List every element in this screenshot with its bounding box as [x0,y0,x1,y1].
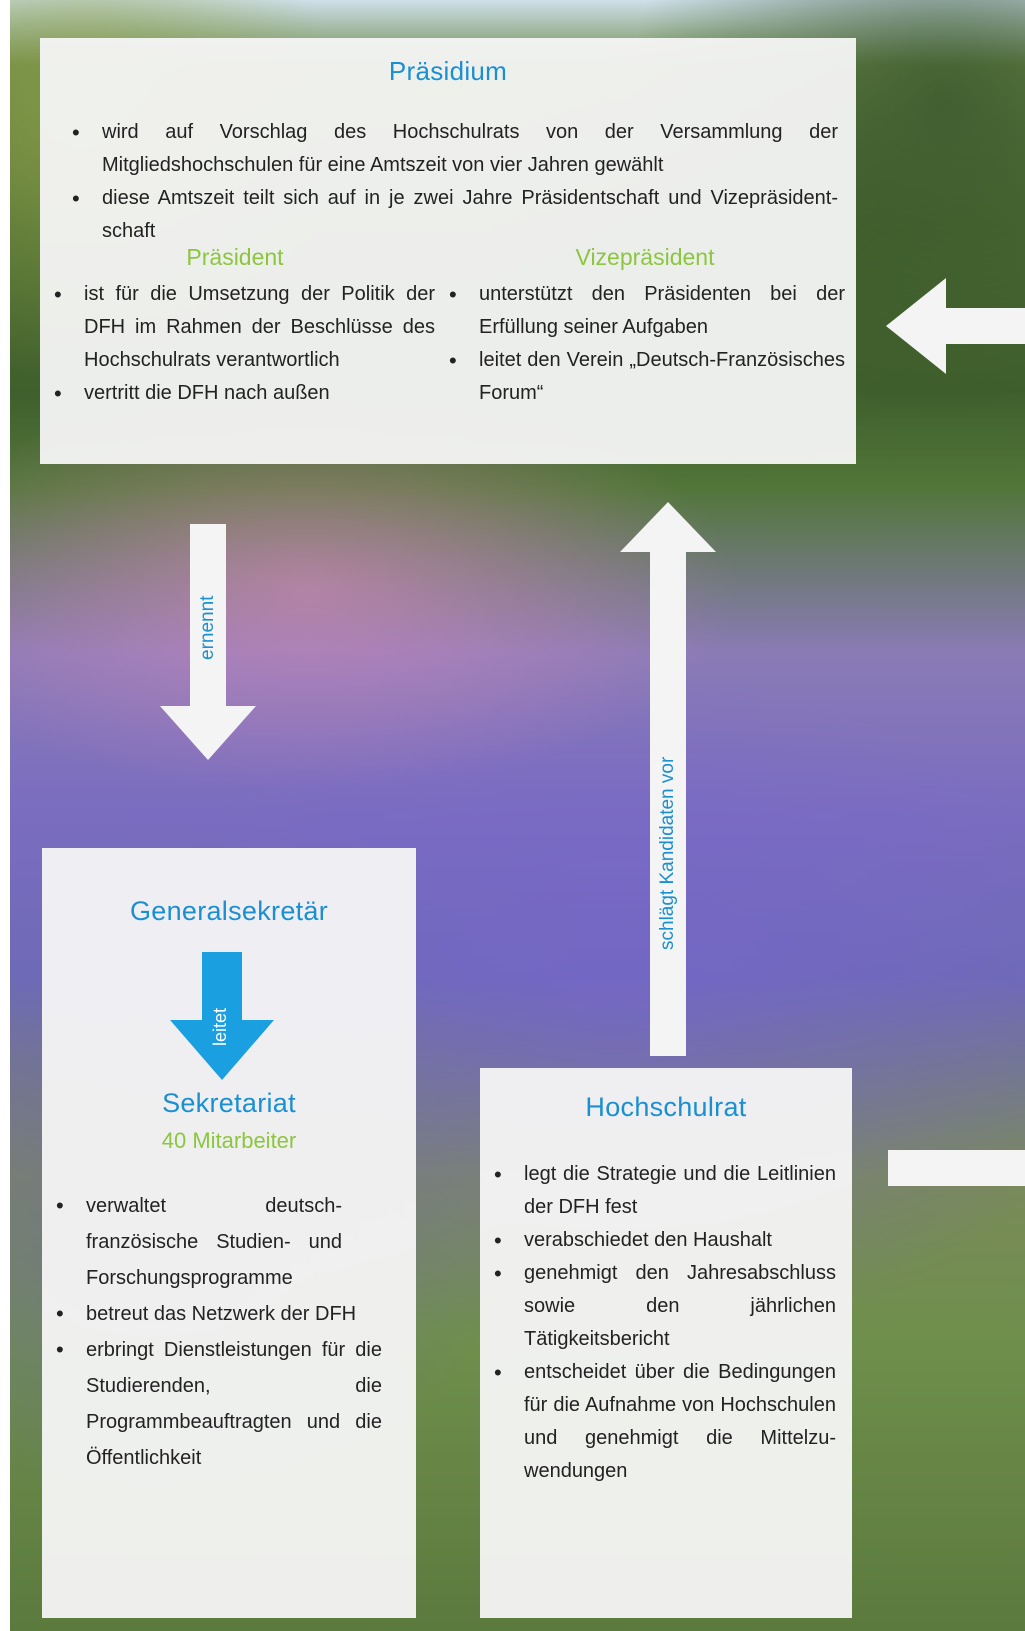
page-margin [0,0,10,1631]
praesidium-list: wird auf Vorschlag des Hochschulrats von… [58,116,838,248]
list-item: verwaltet deutsch-französische Studien- … [42,1188,342,1296]
connector-bar [888,1150,1025,1186]
praesident-title: Präsident [186,244,284,270]
ernennt-label: ernennt [197,595,218,660]
list-item: genehmigt den Jahresab­schluss sowie den… [480,1257,836,1356]
sekretariat-title: Sekretariat [162,1088,296,1118]
list-item: leitet den Verein „Deutsch-Französisches… [435,344,845,410]
list-item: wird auf Vorschlag des Hochschulrats von… [58,116,838,182]
list-item: diese Amtszeit teilt sich auf in je zwei… [58,182,838,248]
generalsekretaer-title: Generalsekretär [129,896,329,926]
generalsekretaer-box: Generalsekretär Sekretariat 40 Mitarbeit… [42,848,416,1618]
leitet-label: leitet [210,1007,230,1046]
sekretariat-subtitle: 40 Mitarbeiter [161,1128,297,1153]
hochschulrat-list: legt die Strategie und die Leit­linien d… [480,1158,836,1488]
list-item: verabschiedet den Haushalt [480,1224,836,1257]
left-arrow-icon [886,278,1025,374]
schlaegt-kandidaten-label: schlägt Kandidaten vor [657,756,678,950]
vizepraesident-title: Vizepräsident [575,244,715,270]
sekretariat-list: verwaltet deutsch-französische Studien- … [42,1188,416,1476]
praesidium-title: Präsidium [388,56,508,86]
list-item: legt die Strategie und die Leit­linien d… [480,1158,836,1224]
down-arrow-icon [170,952,274,1080]
list-item: unterstützt den Präsidenten bei der Erfü… [435,278,845,344]
list-item: vertritt die DFH nach außen [40,377,435,410]
praesidium-box: Präsidium wird auf Vorschlag des Hochsch… [40,38,856,464]
list-item: ist für die Umsetzung der Politik der DF… [40,278,435,377]
up-arrow-icon [620,502,716,1056]
down-arrow-icon [160,524,256,760]
list-item: erbringt Dienstleistungen für die Studie… [42,1332,382,1476]
praesident-list: ist für die Umsetzung der Politik der DF… [40,278,435,410]
vizepraesident-list: unterstützt den Präsidenten bei der Erfü… [435,278,845,410]
list-item: betreut das Netzwerk der DFH [42,1296,416,1332]
hochschulrat-box: Hochschulrat legt die Strategie und die … [480,1068,852,1618]
list-item: entscheidet über die Bedingungen für die… [480,1356,836,1488]
hochschulrat-title: Hochschulrat [585,1092,747,1122]
